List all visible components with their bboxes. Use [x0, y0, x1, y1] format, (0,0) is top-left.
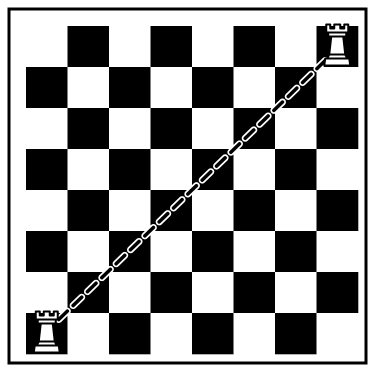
square-f7: [234, 67, 276, 108]
square-b5: [68, 149, 110, 190]
square-a5: [26, 149, 68, 190]
square-a8: [26, 26, 68, 67]
square-f5: [234, 149, 276, 190]
square-g4: [275, 190, 317, 231]
square-c5: [109, 149, 151, 190]
square-b4: [68, 190, 110, 231]
square-h6: [317, 108, 359, 149]
square-h7: [317, 67, 359, 108]
square-g8: [275, 26, 317, 67]
square-g2: [275, 272, 317, 313]
square-f3: [234, 231, 276, 272]
square-a6: [26, 108, 68, 149]
square-d6: [151, 108, 193, 149]
square-a7: [26, 67, 68, 108]
square-e7: [192, 67, 234, 108]
square-b7: [68, 67, 110, 108]
square-d3: [151, 231, 193, 272]
square-f8: [234, 26, 276, 67]
square-a4: [26, 190, 68, 231]
square-c1: [109, 313, 151, 354]
square-f2: [234, 272, 276, 313]
square-b8: [68, 26, 110, 67]
square-h3: [317, 231, 359, 272]
square-b6: [68, 108, 110, 149]
square-a3: [26, 231, 68, 272]
square-e8: [192, 26, 234, 67]
square-h4: [317, 190, 359, 231]
square-c6: [109, 108, 151, 149]
square-c2: [109, 272, 151, 313]
square-h5: [317, 149, 359, 190]
square-g1: [275, 313, 317, 354]
square-d7: [151, 67, 193, 108]
square-e3: [192, 231, 234, 272]
square-h2: [317, 272, 359, 313]
square-d2: [151, 272, 193, 313]
square-e2: [192, 272, 234, 313]
square-b3: [68, 231, 110, 272]
square-g6: [275, 108, 317, 149]
square-g5: [275, 149, 317, 190]
square-a2: [26, 272, 68, 313]
square-c8: [109, 26, 151, 67]
square-e1: [192, 313, 234, 354]
square-f4: [234, 190, 276, 231]
square-c4: [109, 190, 151, 231]
square-h1: [317, 313, 359, 354]
square-c7: [109, 67, 151, 108]
square-d5: [151, 149, 193, 190]
square-d1: [151, 313, 193, 354]
square-d8: [151, 26, 193, 67]
square-b1: [68, 313, 110, 354]
square-f1: [234, 313, 276, 354]
square-e4: [192, 190, 234, 231]
square-g3: [275, 231, 317, 272]
square-e6: [192, 108, 234, 149]
